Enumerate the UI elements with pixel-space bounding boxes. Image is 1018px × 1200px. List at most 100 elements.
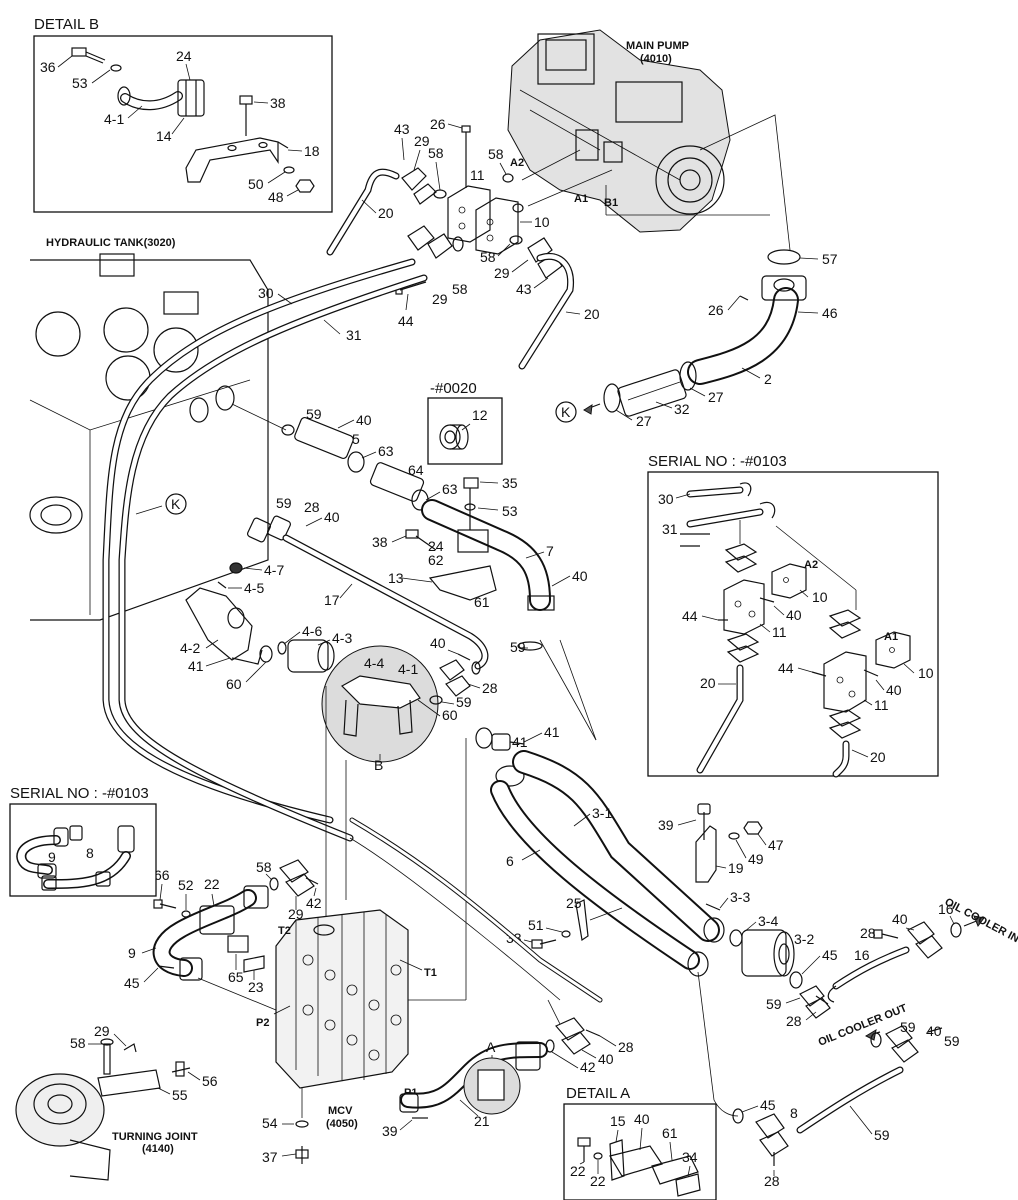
serial-right-box: SERIAL NO : -#0103 A2 A1	[647, 453, 939, 778]
part-55: 58	[70, 1035, 86, 1051]
part-5: 5	[352, 431, 360, 447]
svg-text:59: 59	[944, 1033, 960, 1049]
turning-joint-code: (4140)	[142, 1143, 174, 1155]
callout-k-left-label: K	[171, 496, 181, 512]
svg-text:58: 58	[428, 145, 444, 161]
svg-text:50: 50	[248, 176, 264, 192]
mcv-port-t1: T1	[424, 967, 437, 979]
part-57: 57	[822, 251, 838, 267]
part-10-upper: 10	[534, 214, 550, 230]
part-61-b: 15	[610, 1113, 626, 1129]
pressure-pipes-3-1-6: 41 5941 3-1 6	[475, 724, 725, 977]
serial-right-port-a1: A1	[884, 631, 898, 643]
part-3-3: 3-3	[730, 889, 750, 905]
part-53-b: 53	[502, 503, 518, 519]
serial-left-title: SERIAL NO : -#0103	[10, 785, 149, 802]
part-63-b: 63	[442, 481, 458, 497]
part-31: 31	[346, 327, 362, 343]
part-40-g: 28	[786, 1013, 802, 1029]
part-15: 59	[874, 1127, 890, 1143]
svg-text:45: 45	[760, 1097, 776, 1113]
part-13: 13	[388, 570, 404, 586]
part-4-4: 4-1	[398, 661, 418, 677]
part-29-e: 40	[598, 1051, 614, 1067]
part-49: 49	[748, 851, 764, 867]
svg-text:58: 58	[480, 249, 496, 265]
flange-28-b: 40 28 59	[429, 635, 498, 710]
port-a2-label: A2	[510, 157, 524, 169]
svg-text:66: 66	[154, 867, 170, 883]
svg-text:59: 59	[900, 1019, 916, 1035]
svg-text:31: 31	[662, 521, 678, 537]
serial-right-port-a2: A2	[804, 559, 818, 571]
svg-text:40: 40	[892, 911, 908, 927]
svg-text:4-3: 4-3	[332, 630, 352, 646]
svg-text:58: 58	[256, 859, 272, 875]
svg-text:3-2: 3-2	[794, 931, 814, 947]
svg-text:40: 40	[324, 509, 340, 525]
callout-a-label: A	[486, 1039, 496, 1055]
svg-text:12: 12	[472, 407, 488, 423]
svg-text:9: 9	[48, 849, 56, 865]
svg-text:22: 22	[590, 1173, 606, 1189]
svg-text:48: 48	[268, 189, 284, 205]
part-26: 26	[708, 302, 724, 318]
part-56: 29	[94, 1023, 110, 1039]
svg-text:3-3: 3-3	[730, 889, 750, 905]
part-3-4: 3-4	[758, 913, 778, 929]
svg-text:29: 29	[432, 291, 448, 307]
part-4-2: 4-2	[180, 640, 200, 656]
svg-text:40: 40	[786, 607, 802, 623]
svg-text:38: 38	[372, 534, 388, 550]
port-a1-label: A1	[574, 193, 588, 205]
main-pump-code: (4010)	[640, 53, 672, 65]
part-38-b: 38	[372, 534, 388, 550]
svg-text:28: 28	[618, 1039, 634, 1055]
part-6: 6	[506, 853, 514, 869]
svg-text:59: 59	[510, 639, 526, 655]
svg-text:8: 8	[790, 1105, 798, 1121]
part-43-b: 43	[516, 281, 532, 297]
part-44-serial-lower: 44	[778, 660, 794, 676]
svg-text:44: 44	[682, 608, 698, 624]
turning-joint-label: TURNING JOINT	[112, 1131, 198, 1143]
main-pump: MAIN PUMP (4010) A2 A1 B1	[507, 29, 791, 251]
part-12: 12	[472, 407, 488, 423]
part-30-serial: 30	[658, 491, 674, 507]
part-24: 24	[176, 48, 192, 64]
svg-text:57: 57	[822, 251, 838, 267]
part-61-c: 34	[682, 1149, 698, 1165]
part-35: 35	[502, 475, 518, 491]
part-24-b: 24	[428, 538, 444, 554]
svg-text:38: 38	[270, 95, 286, 111]
mcv-code: (4050)	[326, 1118, 358, 1130]
part-64: 64	[408, 462, 424, 478]
part-4-7: 4-7	[264, 562, 284, 578]
part-28-f: 8	[790, 1105, 798, 1121]
svg-text:61: 61	[474, 594, 490, 610]
part-28-d: 40	[892, 911, 908, 927]
svg-text:54: 54	[262, 1115, 278, 1131]
svg-text:22: 22	[570, 1163, 586, 1179]
svg-text:39: 39	[382, 1123, 398, 1139]
svg-text:58: 58	[70, 1035, 86, 1051]
part-11-serial-lower: 11	[874, 697, 889, 713]
part-58-f: 42	[580, 1059, 596, 1075]
svg-text:28: 28	[764, 1173, 780, 1189]
part-38: 38	[270, 95, 286, 111]
svg-text:11: 11	[874, 697, 889, 713]
svg-text:60: 60	[442, 707, 458, 723]
svg-text:45: 45	[822, 947, 838, 963]
part-23: 23	[248, 979, 264, 995]
svg-text:28: 28	[304, 499, 320, 515]
part-66: 66	[154, 867, 170, 883]
svg-text:40: 40	[572, 568, 588, 584]
callout-k-right	[555, 401, 577, 423]
oil-cooler-out-label: OIL COOLER OUT	[817, 1002, 909, 1049]
svg-text:19: 19	[728, 860, 744, 876]
part-22-c: 61	[662, 1125, 678, 1141]
part-43-upper: 43	[394, 121, 410, 137]
svg-text:59: 59	[874, 1127, 890, 1143]
part-32: 32	[674, 401, 690, 417]
